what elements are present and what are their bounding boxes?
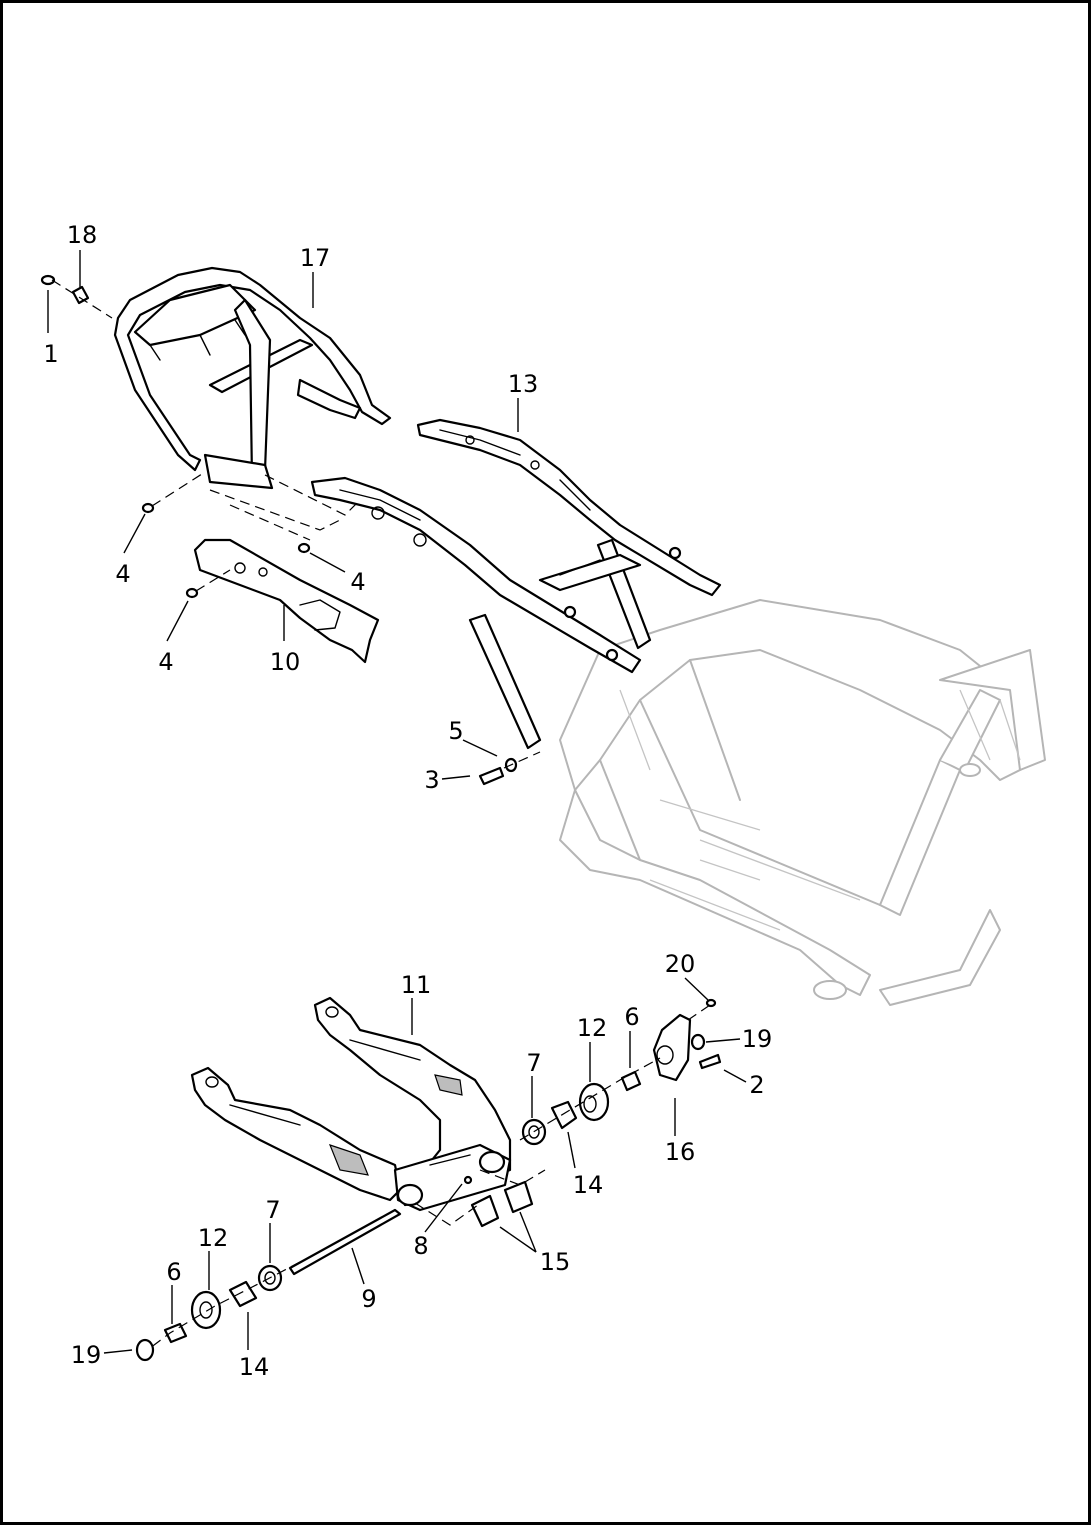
callout-13: 13 xyxy=(508,370,539,398)
callout-leader-lines xyxy=(47,250,747,1354)
callout-7b: 7 xyxy=(265,1196,280,1224)
hardware-top-group xyxy=(40,274,518,786)
hardware-left-group xyxy=(135,1175,534,1362)
callout-8: 8 xyxy=(413,1232,428,1260)
callout-1: 1 xyxy=(43,340,58,368)
hardware-right-group xyxy=(521,998,722,1146)
callout-12b: 12 xyxy=(198,1224,229,1252)
callout-14a: 14 xyxy=(573,1171,604,1199)
callout-7a: 7 xyxy=(526,1049,541,1077)
callout-6a: 6 xyxy=(624,1003,639,1031)
part-13-frame-rails xyxy=(310,418,722,750)
main-frame-ghost xyxy=(559,599,1046,1006)
callout-6b: 6 xyxy=(166,1258,181,1286)
callout-18: 18 xyxy=(67,221,98,249)
callout-2: 2 xyxy=(749,1071,764,1099)
callout-12a: 12 xyxy=(577,1014,608,1042)
callout-4a: 4 xyxy=(115,560,130,588)
part-11-swingarm xyxy=(190,996,512,1212)
callout-11: 11 xyxy=(401,971,432,999)
callout-19a: 19 xyxy=(742,1025,773,1053)
callout-3: 3 xyxy=(424,766,439,794)
exploded-parts-diagram: 18 17 1 13 4 4 4 10 5 3 20 11 12 6 19 7 … xyxy=(40,221,1046,1381)
part-17-top-frame xyxy=(113,266,392,490)
callout-4c: 4 xyxy=(158,648,173,676)
callout-16: 16 xyxy=(665,1138,696,1166)
callout-labels: 18 17 1 13 4 4 4 10 5 3 20 11 12 6 19 7 … xyxy=(43,221,772,1381)
callout-15: 15 xyxy=(540,1248,571,1276)
callout-14b: 14 xyxy=(239,1353,270,1381)
assembly-dashed-lines xyxy=(51,279,711,1349)
callout-19b: 19 xyxy=(71,1341,102,1369)
callout-4b: 4 xyxy=(350,568,365,596)
part-10-side-plate xyxy=(193,538,380,664)
callout-10: 10 xyxy=(270,648,301,676)
callout-17: 17 xyxy=(300,244,331,272)
callout-9: 9 xyxy=(361,1285,376,1313)
callout-20: 20 xyxy=(665,950,696,978)
callout-5: 5 xyxy=(448,717,463,745)
